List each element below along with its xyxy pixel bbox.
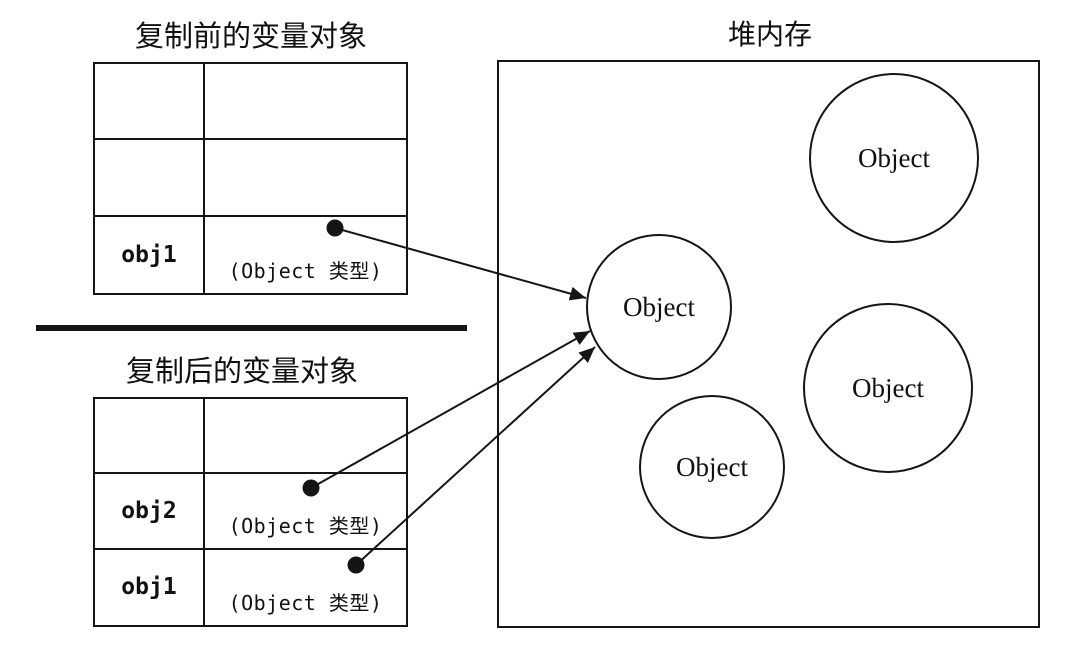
- heap-object-label: Object: [858, 142, 930, 173]
- section-divider: [36, 325, 467, 331]
- table-cell-empty: [95, 140, 205, 217]
- table-cell-empty: [205, 140, 406, 217]
- before-variable-table: obj1 (Object 类型): [93, 62, 408, 295]
- heap-memory-title: 堆内存: [727, 20, 812, 51]
- table-cell-empty: [205, 64, 406, 141]
- table-cell-empty: [95, 64, 205, 141]
- after-copy-title: 复制后的变量对象: [125, 356, 358, 388]
- heap-object-label: Object: [676, 451, 748, 482]
- heap-object-middle-right: Object: [803, 303, 973, 473]
- heap-object-label: Object: [852, 372, 924, 403]
- variable-name-obj1: obj1: [95, 216, 205, 293]
- variable-type-obj1: (Object 类型): [228, 259, 383, 283]
- heap-object-shared-target: Object: [586, 234, 732, 380]
- variable-name-obj1: obj1: [95, 549, 205, 625]
- variable-name-obj2: obj2: [95, 474, 205, 550]
- table-cell-empty: [205, 399, 406, 475]
- heap-object-top-right: Object: [809, 73, 979, 243]
- before-copy-title: 复制前的变量对象: [134, 21, 367, 53]
- variable-type-obj2: (Object 类型): [205, 474, 406, 550]
- heap-object-bottom-middle: Object: [639, 395, 785, 539]
- variable-type-obj1: (Object 类型): [228, 591, 383, 615]
- after-variable-table: obj2 (Object 类型) obj1 (Object 类型): [93, 397, 408, 627]
- heap-object-label: Object: [623, 291, 695, 322]
- table-cell-empty: [95, 399, 205, 475]
